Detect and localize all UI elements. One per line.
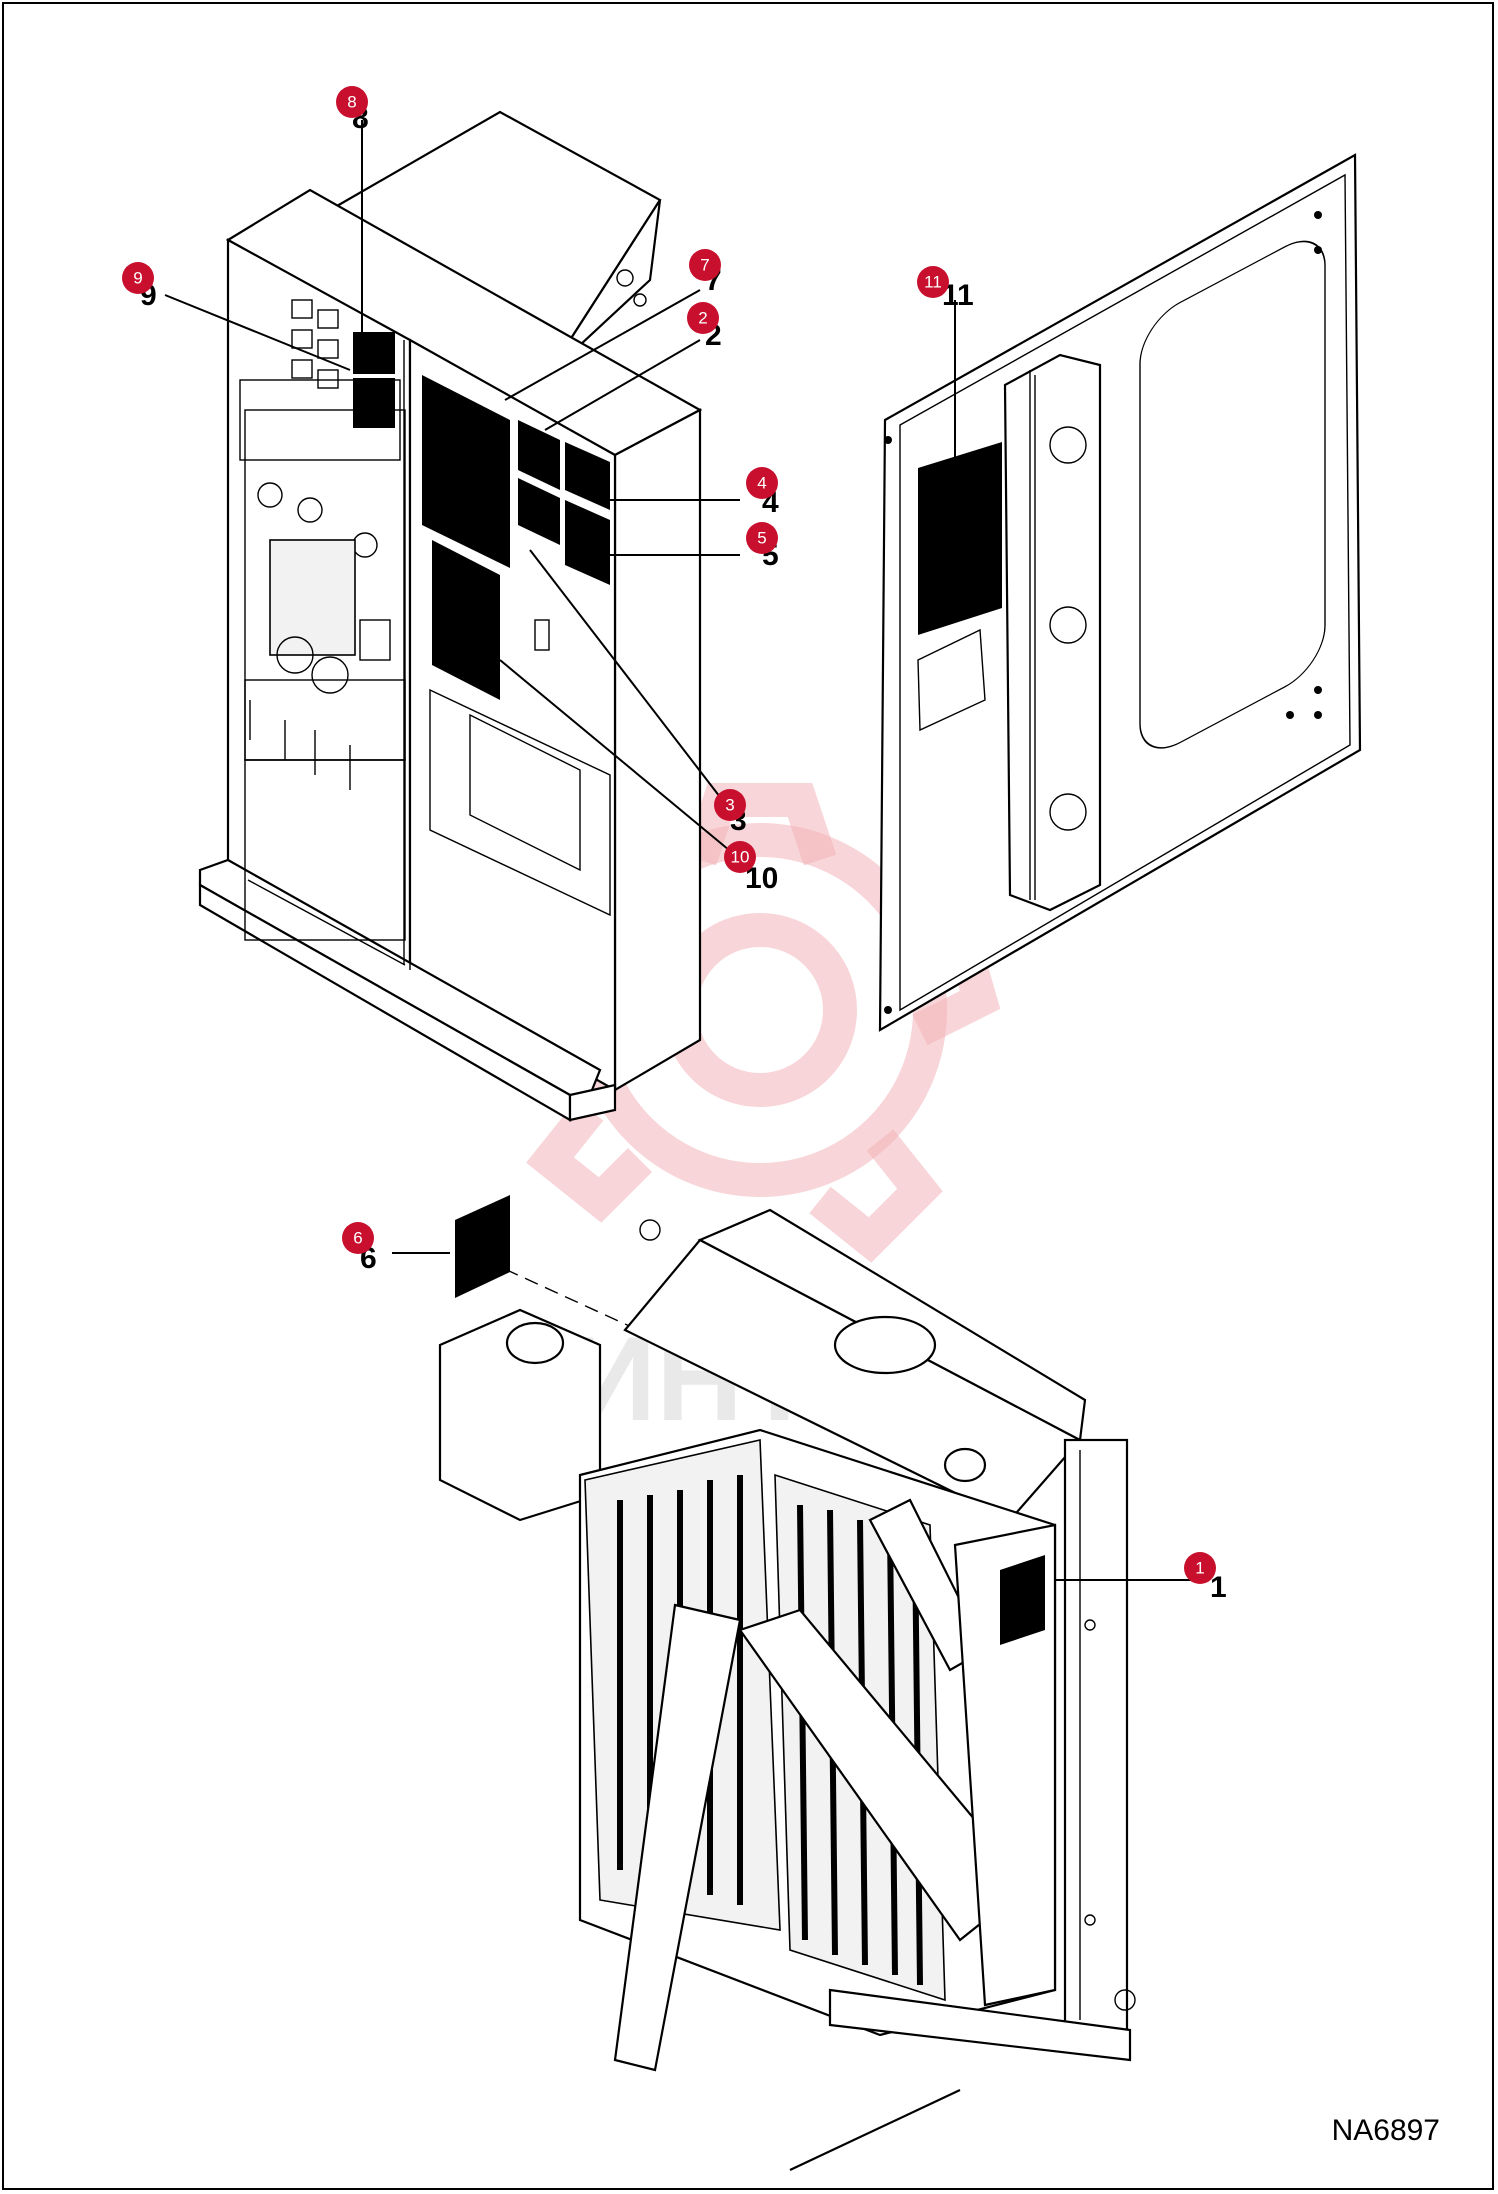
- svg-text:8: 8: [347, 93, 356, 112]
- callout-1-number: 1: [1210, 1571, 1227, 1604]
- badge-5: 5: [746, 522, 778, 554]
- label-8a: [353, 332, 395, 374]
- label-1: [1000, 1555, 1045, 1645]
- control-cabinet: [198, 110, 703, 1122]
- label-4: [565, 442, 610, 510]
- svg-text:2: 2: [698, 309, 707, 328]
- svg-text:7: 7: [700, 256, 709, 275]
- label-2: [518, 420, 560, 490]
- label-10: [432, 540, 500, 700]
- svg-text:1: 1: [1195, 1559, 1204, 1578]
- badge-1: 1: [1184, 1552, 1216, 1584]
- svg-text:5: 5: [757, 529, 766, 548]
- svg-text:4: 4: [757, 474, 766, 493]
- svg-text:10: 10: [731, 848, 750, 867]
- label-11: [918, 442, 1002, 635]
- radiator-assembly: [392, 1195, 1200, 2171]
- svg-text:9: 9: [133, 269, 142, 288]
- label-5: [565, 500, 610, 585]
- badge-8: 8: [336, 86, 368, 118]
- label-7: [422, 375, 510, 568]
- badge-6: 6: [342, 1222, 374, 1254]
- badge-9: 9: [122, 262, 154, 294]
- label-3: [518, 478, 560, 545]
- side-door: [878, 153, 1362, 1032]
- callout-badges: 8 9 7 2 4 5 3 10 11 6 1: [122, 86, 1216, 1584]
- label-8b: [353, 378, 395, 428]
- cabinet-leaders: [164, 120, 740, 856]
- badge-7: 7: [689, 249, 721, 281]
- figure-id: NA6897: [1331, 2114, 1440, 2147]
- badge-2: 2: [687, 302, 719, 334]
- svg-text:11: 11: [924, 273, 942, 292]
- badge-4: 4: [746, 467, 778, 499]
- label-6: [455, 1195, 510, 1298]
- badge-3: 3: [714, 789, 746, 821]
- svg-text:6: 6: [353, 1229, 362, 1248]
- badge-11: 11: [917, 266, 949, 298]
- svg-text:3: 3: [725, 796, 734, 815]
- badge-10: 10: [724, 841, 756, 873]
